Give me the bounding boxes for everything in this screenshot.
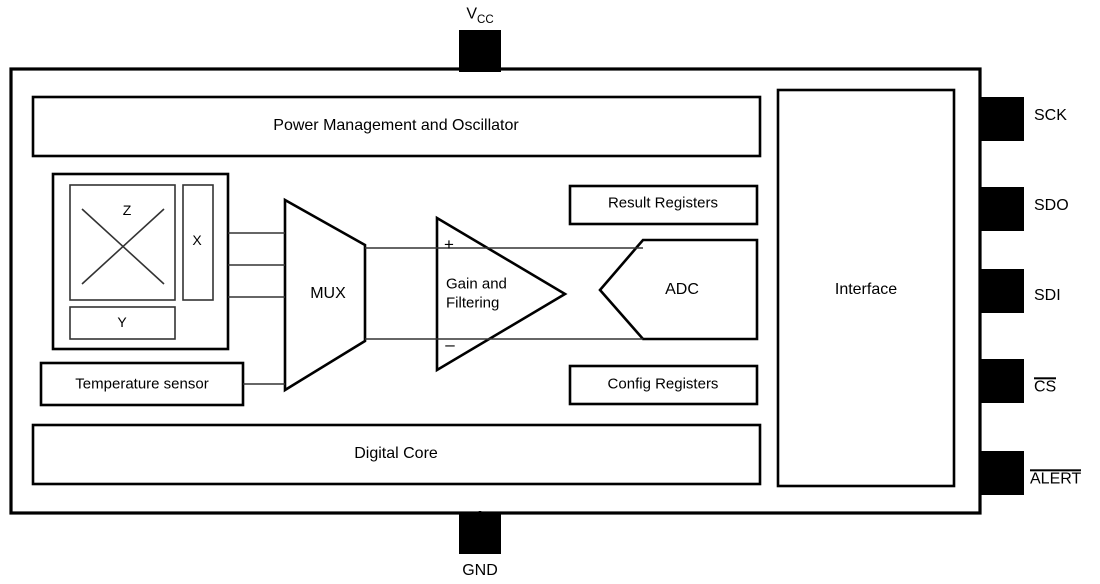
sensor-axis-y-label: Y xyxy=(117,313,127,330)
chip-outline xyxy=(9,67,982,515)
sensor-axis-x-label: X xyxy=(192,231,202,248)
interface-block xyxy=(776,88,956,488)
pin-pad-cs xyxy=(980,359,1024,403)
amplifier-label: Gain and Filtering xyxy=(446,275,507,313)
pin-pad-sck xyxy=(980,97,1024,141)
result-registers-label: Result Registers xyxy=(607,194,719,212)
pin-label-gnd: GND xyxy=(462,561,498,579)
sensor-x-cell xyxy=(182,184,214,301)
amplifier-block xyxy=(435,215,568,373)
pin-label-vcc: VCC xyxy=(466,5,494,26)
amplifier-plus-label: + xyxy=(444,235,454,255)
pin-pad-alert xyxy=(980,451,1024,495)
pin-label-sck: SCK xyxy=(1034,106,1067,124)
power-management-block xyxy=(31,95,762,158)
signal-lines xyxy=(228,232,643,385)
amplifier-minus-label: – xyxy=(445,335,455,355)
sensor-z-diagonal-b xyxy=(81,208,165,285)
amplifier-label-line1: Gain and xyxy=(446,275,507,293)
temperature-sensor-label: Temperature sensor xyxy=(75,375,209,393)
digital-core-block xyxy=(31,423,762,486)
pin-pad-sdo xyxy=(980,187,1024,231)
config-registers-block xyxy=(568,364,759,406)
pin-pads-right xyxy=(980,97,1024,495)
config-registers-label: Config Registers xyxy=(607,375,719,393)
sensor-axis-z-label: Z xyxy=(122,201,132,218)
pin-pad-gnd xyxy=(459,512,501,554)
mux-label: MUX xyxy=(310,284,346,302)
pin-label-cs-text: CS xyxy=(1034,377,1057,396)
pin-label-alert: ALERT xyxy=(1030,469,1082,488)
pin-label-alert-text: ALERT xyxy=(1030,469,1082,488)
pin-label-cs: CS xyxy=(1034,377,1057,396)
pin-label-sdi: SDI xyxy=(1034,286,1061,304)
interface-label: Interface xyxy=(834,280,898,298)
adc-label: ADC xyxy=(665,280,699,298)
pin-pad-vcc xyxy=(459,30,501,72)
digital-core-label: Digital Core xyxy=(354,444,438,462)
sensor-y-cell xyxy=(69,306,176,340)
adc-block xyxy=(598,238,759,341)
mux-block xyxy=(283,197,367,393)
power-management-label: Power Management and Oscillator xyxy=(273,116,519,134)
result-registers-block xyxy=(568,184,759,226)
amplifier-label-line2: Filtering xyxy=(446,294,500,311)
sensor-z-cell xyxy=(69,184,176,301)
pin-label-sdo: SDO xyxy=(1034,196,1069,214)
pin-pad-sdi xyxy=(980,269,1024,313)
